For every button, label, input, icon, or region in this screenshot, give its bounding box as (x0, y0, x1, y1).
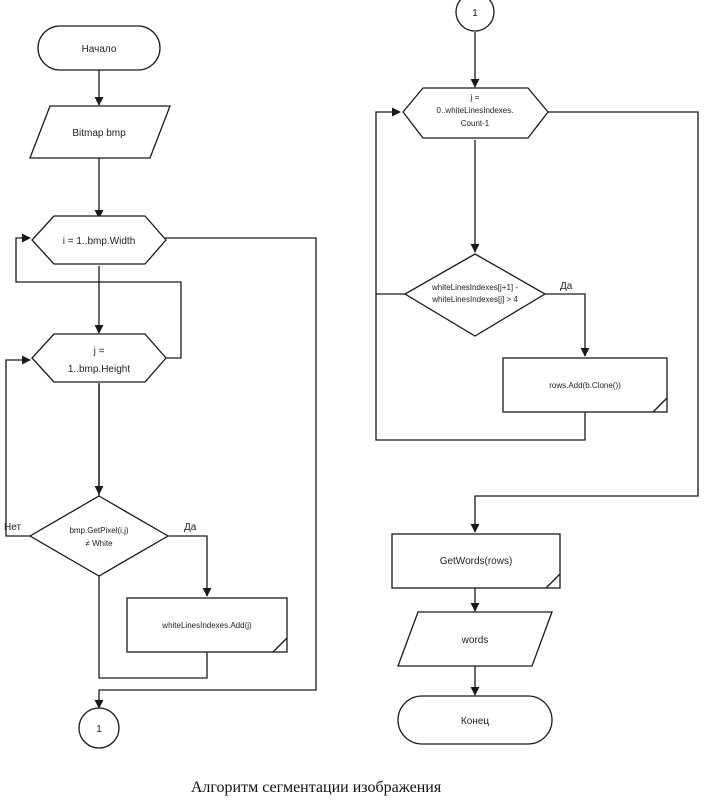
loop-k-label-line3: Count-1 (461, 119, 490, 128)
pixel-condition-line2: ≠ White (85, 539, 113, 548)
arrow-loop-k-exit (470, 111, 699, 533)
arrow-add-clone-return (375, 294, 586, 441)
get-words-label: GetWords(rows) (440, 556, 513, 567)
arrow-cond-yes (168, 535, 212, 597)
loop-j-hexagon (31, 333, 167, 383)
loop-i-label: i = 1..bmp.Width (63, 236, 136, 247)
arrow-cond-no (5, 355, 31, 537)
gap-condition-line1: whiteLinesIndexes[j+1] - (431, 283, 518, 292)
read-bitmap-parallelogram (29, 105, 171, 159)
loop-i-hexagon (31, 215, 167, 265)
add-clone-corner-mark (652, 397, 668, 413)
arrow-cond-gap-yes (545, 293, 590, 357)
arrow-loop-i-exit (94, 237, 317, 709)
loop-j-label-line2: 1..bmp.Height (68, 364, 130, 375)
gap-condition-line2: whiteLinesIndexes[j] > 4 (431, 295, 518, 304)
connector-a-circle (78, 707, 120, 749)
add-index-label: whiteLinesIndexes.Add(j) (161, 621, 252, 630)
loop-k-label-line2: 0..whiteLinesIndexes. (437, 106, 514, 115)
start-label: Начало (82, 44, 117, 55)
arrow-loop-j-return (15, 233, 182, 359)
add-clone-process (502, 357, 668, 413)
loop-k-hexagon (402, 87, 549, 139)
loop-k-label-line1: j = (470, 93, 480, 102)
pixel-condition-diamond (28, 495, 170, 577)
yes-label-left: Да (184, 522, 197, 533)
end-terminal (397, 695, 553, 745)
output-parallelogram (397, 611, 553, 667)
output-label: words (461, 635, 489, 646)
end-label: Конец (461, 716, 489, 727)
get-words-process (391, 533, 561, 589)
arrow-cond-gap-no (375, 107, 405, 295)
add-index-process (126, 597, 288, 653)
connector-a-label: 1 (96, 724, 102, 735)
add-clone-label: rows.Add(b.Clone()) (549, 381, 621, 390)
no-label: Нет (4, 522, 21, 533)
read-label: Bitmap bmp (72, 128, 126, 139)
yes-label-right: Да (560, 281, 573, 292)
add-index-corner-mark (272, 637, 288, 653)
pixel-condition-line1: bmp.GetPixel(i,j) (69, 526, 128, 535)
figure-caption: Алгоритм сегментации изображения (191, 779, 442, 796)
get-words-corner-mark (545, 573, 561, 589)
connector-b-circle (455, 0, 495, 32)
gap-condition-diamond (403, 253, 547, 337)
loop-j-label-line1: j = (93, 346, 105, 357)
connector-b-label: 1 (472, 8, 478, 19)
start-terminal (37, 25, 161, 71)
